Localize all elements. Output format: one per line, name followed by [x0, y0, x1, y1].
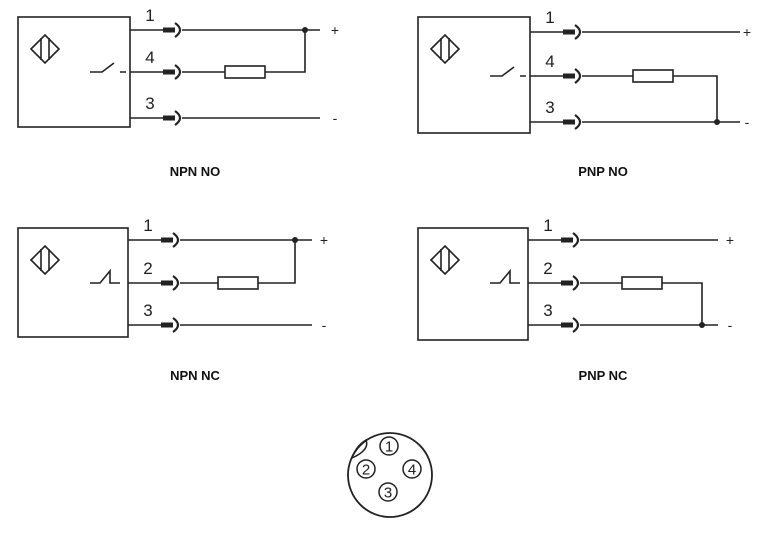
- caption-pnp-no: PNP NO: [578, 164, 628, 179]
- connector-pin: [561, 237, 573, 243]
- connector-pin: [563, 29, 575, 35]
- connector-socket: [172, 317, 180, 333]
- supply-plus: +: [331, 22, 339, 38]
- switch-nc-icon: [90, 268, 120, 284]
- wire-load: [662, 282, 703, 325]
- supply-plus: +: [320, 232, 328, 248]
- caption-pnp-nc: PNP NC: [578, 368, 628, 383]
- connector-socket: [572, 232, 580, 248]
- pin-label-1: 1: [543, 216, 552, 235]
- proximity-sensor-icon: [429, 244, 461, 276]
- sensor-box: [417, 227, 529, 341]
- supply-minus: -: [745, 114, 750, 130]
- pin-label-4: 4: [145, 48, 154, 67]
- diagram-pnp-nc: 1 2 3 + -: [417, 216, 734, 341]
- pin-label-2: 2: [143, 259, 152, 278]
- load-resistor: [621, 276, 663, 290]
- load-resistor: [224, 65, 266, 79]
- connector-socket: [174, 110, 182, 126]
- diagram-npn-nc: 1 2 3 + -: [17, 216, 328, 338]
- pin-3-circle: [378, 482, 398, 502]
- pin-1-circle: [379, 436, 399, 456]
- connector-key-notch: [351, 438, 368, 459]
- connector-socket: [572, 317, 580, 333]
- wire-load: [265, 30, 306, 73]
- switch-no-icon: [490, 66, 526, 77]
- sensor-box: [17, 16, 131, 128]
- pin-label-1: 1: [145, 6, 154, 25]
- supply-minus: -: [333, 110, 338, 126]
- connector-pin: [563, 73, 575, 79]
- connector-pin: [563, 119, 575, 125]
- pin-label-4: 4: [545, 52, 554, 71]
- junction-dot: [714, 119, 720, 125]
- connector-pin: [163, 27, 175, 33]
- connector-pin: [163, 69, 175, 75]
- caption-npn-nc: NPN NC: [170, 368, 220, 383]
- load-resistor: [632, 69, 674, 83]
- caption-npn-no: NPN NO: [169, 164, 221, 179]
- connector-socket: [574, 68, 582, 84]
- switch-nc-icon: [490, 268, 520, 284]
- load-resistor: [217, 276, 259, 290]
- pin-label-1: 1: [545, 8, 554, 27]
- supply-minus: -: [322, 317, 327, 333]
- connector-outline: [347, 432, 433, 518]
- pin-label-3: 3: [143, 301, 152, 320]
- connector-socket: [574, 114, 582, 130]
- connector-socket: [172, 232, 180, 248]
- connector-pin: [161, 322, 173, 328]
- proximity-sensor-icon: [29, 33, 61, 65]
- pin-4-circle: [402, 459, 422, 479]
- pin-label-2: 2: [543, 259, 552, 278]
- junction-dot: [302, 27, 308, 33]
- wire-load: [673, 75, 718, 122]
- proximity-sensor-icon: [429, 33, 461, 65]
- connector-pin: [561, 322, 573, 328]
- diagram-npn-no: 1 4 3 + -: [17, 6, 339, 128]
- connector-socket: [572, 275, 580, 291]
- sensor-box: [417, 16, 531, 134]
- pin-label-3: 3: [145, 94, 154, 113]
- supply-plus: +: [743, 24, 751, 40]
- supply-plus: +: [726, 232, 734, 248]
- pin-2-circle: [356, 459, 376, 479]
- connector-socket: [172, 275, 180, 291]
- pin-label-1: 1: [143, 216, 152, 235]
- junction-dot: [292, 237, 298, 243]
- pin-label-3: 3: [543, 301, 552, 320]
- connector-socket: [574, 24, 582, 40]
- diagram-pnp-no: 1 4 3 + -: [417, 8, 751, 134]
- switch-no-icon: [90, 62, 126, 73]
- connector-pin: [561, 280, 573, 286]
- connector-pin: [161, 280, 173, 286]
- connector-pin: [163, 115, 175, 121]
- pin-2-number: 2: [362, 462, 370, 479]
- wire-load: [258, 240, 296, 284]
- connector-socket: [174, 64, 182, 80]
- supply-minus: -: [728, 317, 733, 333]
- pin-1-number: 1: [385, 439, 393, 456]
- junction-dot: [699, 322, 705, 328]
- proximity-sensor-icon: [29, 244, 61, 276]
- connector-socket: [174, 22, 182, 38]
- pin-label-3: 3: [545, 98, 554, 117]
- connector-pin: [161, 237, 173, 243]
- pin-3-number: 3: [384, 485, 392, 502]
- pin-4-number: 4: [408, 462, 416, 479]
